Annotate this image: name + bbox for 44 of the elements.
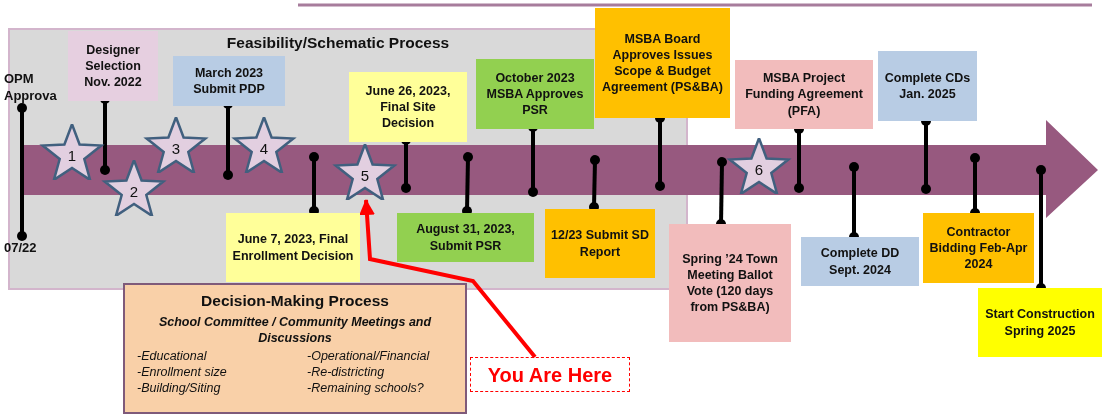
milestone-box: Complete CDs Jan. 2025	[878, 51, 977, 121]
topic-item: -Remaining schools?	[306, 380, 425, 397]
numbered-star	[143, 117, 209, 173]
topic-item: -Educational	[136, 347, 208, 364]
numbered-star	[332, 144, 398, 200]
topic-item: -Re-districting	[306, 363, 386, 381]
milestone-label: OPM Approva	[4, 66, 70, 110]
milestone-box: June 26, 2023, Final Site Decision	[349, 72, 467, 142]
milestone-box: 12/23 Submit SD Report	[545, 209, 655, 278]
star-number: 4	[259, 139, 269, 159]
milestone-box: August 31, 2023, Submit PSR	[397, 213, 534, 262]
milestone-box: Contractor Bidding Feb-Apr 2024	[923, 213, 1034, 283]
star-number: 2	[129, 182, 139, 202]
timeline-pin	[462, 152, 473, 216]
decision-process-box	[123, 283, 467, 414]
box-heading: Decision-Making Process	[200, 291, 390, 311]
numbered-star	[231, 117, 297, 173]
star-number: 1	[67, 146, 77, 166]
milestone-box: March 2023 Submit PDP	[173, 56, 285, 106]
milestone-label: 07/22	[4, 238, 60, 258]
topic-item: -Building/Siting	[136, 380, 222, 397]
panel-title: Feasibility/Schematic Process	[226, 33, 450, 53]
topic-item: -Enrollment size	[136, 363, 228, 381]
box-subheading: School Committee / Community Meetings and Discussions	[157, 314, 433, 347]
timeline-pin	[309, 152, 319, 216]
milestone-box: Complete DD Sept. 2024	[801, 237, 919, 286]
arrow	[359, 199, 537, 359]
numbered-star	[101, 160, 167, 216]
you-are-here-label: You Are Here	[470, 357, 630, 392]
milestone-box: June 7, 2023, Final Enrollment Decision	[226, 213, 360, 282]
star-number: 3	[171, 139, 181, 159]
milestone-box: Designer Selection Nov. 2022	[68, 31, 158, 101]
timeline-pin	[17, 103, 27, 241]
milestone-box: Start Construction Spring 2025	[978, 288, 1102, 357]
milestone-box: Spring ’24 Town Meeting Ballot Vote (120 days from PS&BA)	[669, 224, 791, 342]
milestone-box: MSBA Board Approves Issues Scope & Budget Agreement (PS&BA)	[595, 8, 730, 118]
numbered-star	[39, 124, 105, 180]
numbered-star	[726, 138, 792, 194]
star-number: 6	[754, 160, 764, 180]
star-number: 5	[360, 166, 370, 186]
timeline-pin	[589, 155, 600, 212]
milestone-box: MSBA Project Funding Agreement (PFA)	[735, 60, 873, 129]
topic-item: -Operational/Financial	[306, 347, 431, 364]
milestone-box: October 2023 MSBA Approves PSR	[476, 59, 594, 129]
